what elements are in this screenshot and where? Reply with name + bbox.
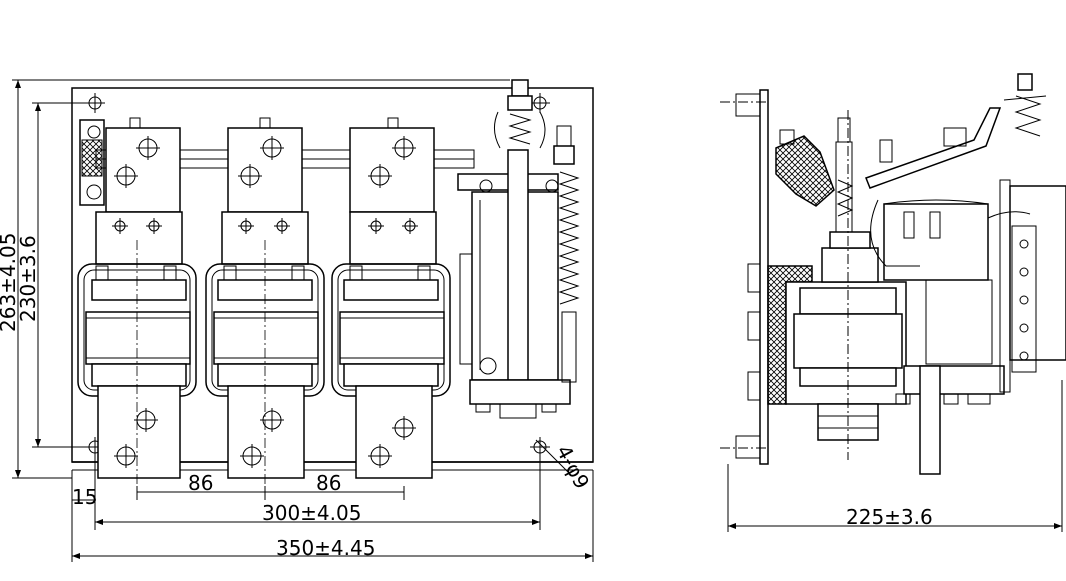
dim-overall-width: 350±4.45 <box>276 536 375 560</box>
dim-height-outer: 263±4.05 <box>0 233 20 332</box>
operating-mechanism <box>457 79 580 419</box>
dim-hole: 4-φ9 <box>552 441 595 493</box>
side-mounting-plate <box>759 89 769 465</box>
side-view: 225±3.6 <box>720 73 1066 532</box>
dim-spacing-left: 86 <box>188 471 213 495</box>
dim-height-inner: 230±3.6 <box>16 235 40 322</box>
pole-3 <box>331 117 451 479</box>
pole-2 <box>205 117 325 500</box>
dim-mount-span: 300±4.05 <box>262 501 361 525</box>
mounting-hole-bottom-right <box>530 437 550 457</box>
mounting-hole-top-right <box>530 93 550 113</box>
front-view: 263±4.05 230±3.6 86 86 15 300±4.05 350±4… <box>0 79 595 562</box>
left-terminal <box>79 119 105 206</box>
dim-side-depth: 225±3.6 <box>846 505 933 529</box>
dim-offset: 15 <box>72 485 97 509</box>
dimension-lines-front <box>12 79 594 562</box>
dim-spacing-right: 86 <box>316 471 341 495</box>
pole-1 <box>77 117 197 500</box>
